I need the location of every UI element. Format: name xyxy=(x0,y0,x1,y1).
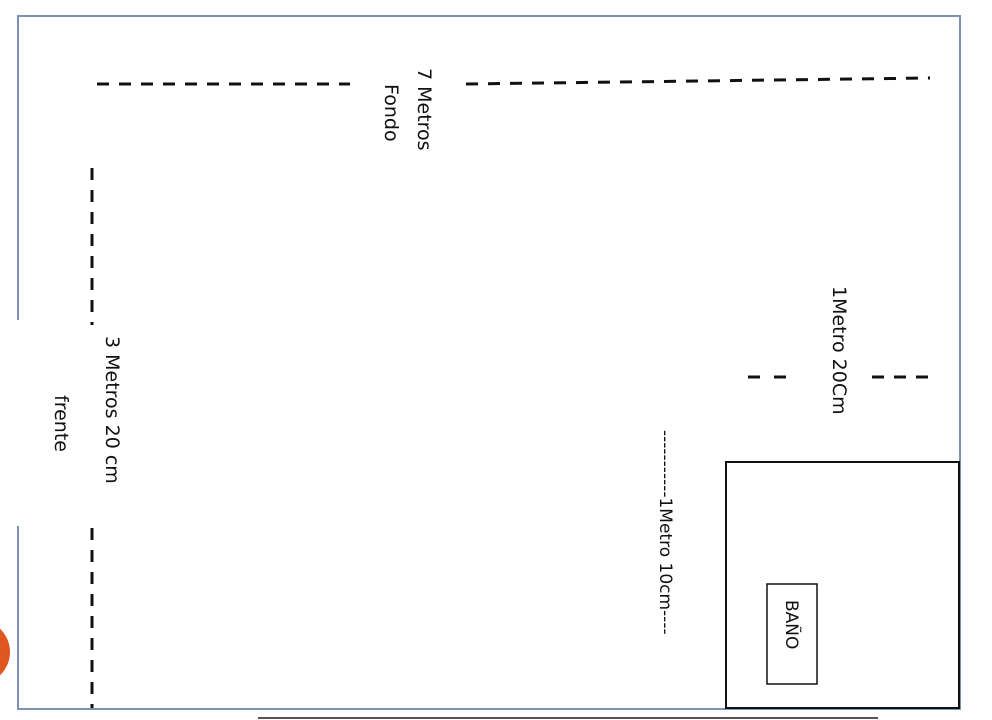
front-wall-length-label: 3 Metros 20 cm xyxy=(101,336,123,484)
back-wall-dashed-right xyxy=(465,76,931,86)
bottom-edge-line xyxy=(258,717,878,719)
front-wall-side-label: frente xyxy=(50,395,72,452)
back-wall-length-label: 7 Metros xyxy=(413,68,435,151)
right-dimension-label: 1Metro 20Cm xyxy=(828,286,850,415)
bathroom-room xyxy=(725,461,960,709)
bathroom-width-label: -----------1Metro 10cm---- xyxy=(655,430,675,635)
bathroom-label: BAÑO xyxy=(781,600,803,649)
orange-marker-icon xyxy=(0,628,10,676)
left-border-gap xyxy=(14,320,22,526)
bathroom-label-box xyxy=(766,583,818,685)
back-wall-side-label: Fondo xyxy=(380,84,402,142)
